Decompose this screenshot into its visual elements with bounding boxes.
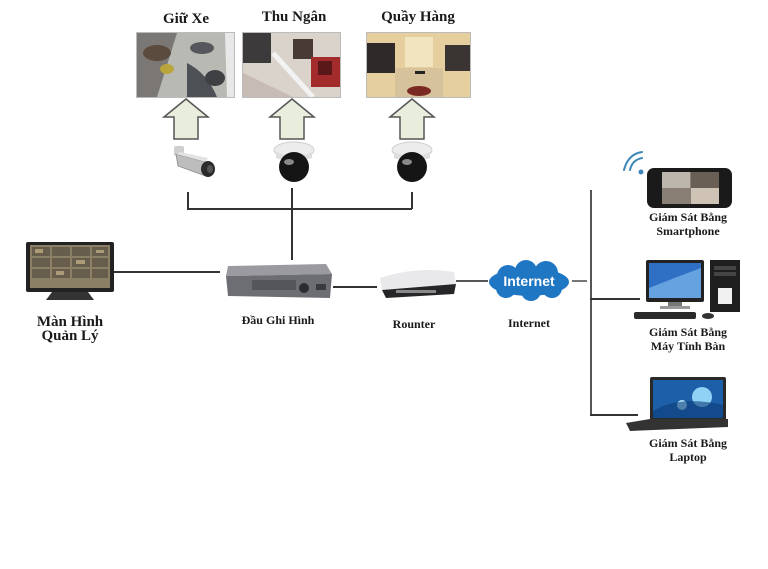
client-desktop-line1: Giám Sát Bằng [648, 325, 727, 339]
laptop-icon [626, 377, 728, 431]
dvr-label: Đầu Ghi Hình [241, 313, 315, 327]
camera-feed-cashier [242, 32, 341, 98]
client-laptop-line1: Giám Sát Bằng [648, 436, 727, 450]
camera-label-parking: Giữ Xe [162, 11, 210, 27]
monitor-label-line1: Màn Hình [36, 314, 104, 330]
connector-line [411, 192, 413, 209]
internet-label: Internet [508, 316, 550, 330]
dvr-icon [226, 264, 332, 298]
wifi-icon [623, 151, 644, 175]
connector-line [187, 192, 189, 209]
client-smartphone-line1: Giám Sát Bằng [648, 210, 727, 224]
connector-line [572, 280, 587, 282]
dome-camera-icon [273, 141, 315, 182]
connector-line [333, 286, 377, 288]
arrow-up-icon [268, 98, 316, 140]
camera-feed-parking [136, 32, 235, 98]
connector-line [590, 414, 638, 416]
router-label: Rounter [392, 317, 436, 331]
connector-line [456, 280, 488, 282]
client-laptop-line2: Laptop [669, 450, 707, 464]
bullet-camera-icon [174, 146, 215, 177]
connector-line [590, 190, 592, 415]
connector-line [590, 298, 640, 300]
connector-line [291, 188, 293, 260]
internet-cloud-icon: Internet [486, 260, 572, 302]
client-smartphone-line2: Smartphone [656, 224, 720, 238]
camera-label-store: Quầy Hàng [381, 9, 455, 25]
dome-camera-icon [391, 141, 433, 182]
arrow-up-icon [388, 98, 436, 140]
desktop-computer-icon [634, 260, 740, 319]
client-desktop-line2: Máy Tính Bàn [650, 339, 726, 353]
internet-cloud-text: Internet [503, 273, 555, 289]
monitor-label-line2: Quản Lý [41, 328, 99, 344]
camera-feed-store [366, 32, 471, 98]
arrow-up-icon [162, 98, 210, 140]
connector-line [187, 208, 412, 210]
router-icon [380, 270, 456, 298]
connector-line [114, 271, 220, 273]
camera-label-cashier: Thu Ngân [261, 9, 327, 25]
monitor-icon [26, 242, 114, 300]
smartphone-icon [647, 168, 732, 208]
